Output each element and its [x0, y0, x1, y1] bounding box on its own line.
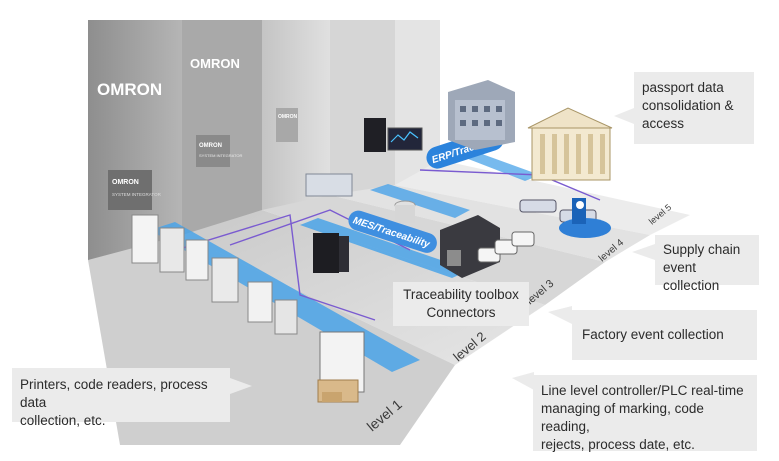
- callout-passport-data: passport data consolidation & access: [634, 72, 754, 144]
- callout-factory-event: Factory event collection: [572, 310, 757, 360]
- wall-level-2: [182, 20, 262, 235]
- callout-line-level-line-3: rejects, process date, etc.: [541, 437, 695, 452]
- si-panel-level-3: [276, 108, 298, 142]
- conveyor-level-3: [370, 184, 470, 218]
- link-line-lower: [159, 214, 376, 321]
- classical-building: [527, 107, 613, 181]
- callout-line-level-line-1: Line level controller/PLC real-time: [541, 383, 744, 398]
- callout-passport-line-1: passport data: [642, 80, 724, 95]
- callout-traceability-toolbox: Traceability toolbox Connectors: [393, 282, 529, 326]
- callout-supply-pointer: [632, 244, 655, 260]
- callout-supply-chain: Supply chain event collection: [655, 235, 759, 293]
- erp-dashboard-graph: [390, 131, 419, 143]
- supply-chain-platform-icon: [559, 198, 611, 238]
- erp-server: [364, 118, 386, 152]
- conveyor-level-2: [300, 218, 470, 278]
- delivery-trucks: [477, 231, 535, 263]
- callout-printers-line-1: Printers, code readers, process data: [20, 377, 208, 410]
- production-machines: [131, 214, 365, 403]
- callout-factory-pointer: [548, 306, 572, 324]
- wall-level-4: [330, 20, 395, 195]
- omron-logo-level-2: OMRON: [190, 56, 240, 71]
- callout-toolbox-line-2: Connectors: [426, 305, 496, 320]
- si-panel-logo-level-2: OMRON: [199, 143, 222, 149]
- erp-machine: [305, 173, 353, 197]
- callout-printers-pointer: [230, 378, 252, 394]
- si-panel-logo-level-3: OMRON: [278, 114, 298, 120]
- mes-database-body: [395, 205, 415, 223]
- si-panel-level-2: [196, 135, 230, 167]
- mes-server-rack: [313, 233, 339, 273]
- callout-line-level-line-2: managing of marking, code reading,: [541, 401, 704, 434]
- callout-line-level: Line level controller/PLC real-time mana…: [533, 375, 757, 452]
- floor-level-2: [182, 210, 545, 365]
- floor-level-5: [395, 160, 690, 235]
- si-panel-level-1: [108, 170, 152, 210]
- callout-toolbox-line-1: Traceability toolbox: [403, 287, 519, 302]
- callout-printers: Printers, code readers, process data col…: [12, 368, 230, 428]
- omron-logo-level-1: OMRON: [97, 80, 162, 99]
- si-panel-logo-level-1: OMRON: [112, 179, 139, 186]
- si-panel-caption-level-1: SYSTEM INTEGRATOR: [112, 192, 162, 197]
- callout-supply-line-1: Supply chain: [663, 242, 741, 257]
- callout-line-level-pointer: [512, 372, 534, 390]
- callout-passport-pointer: [614, 108, 634, 124]
- callout-supply-line-2: event collection: [663, 260, 720, 293]
- callout-printers-line-2: collection, etc.: [20, 413, 106, 428]
- office-building: [448, 80, 515, 150]
- callout-factory-line-1: Factory event collection: [582, 327, 724, 342]
- mes-server-rack-side: [339, 236, 349, 272]
- si-panel-caption-level-2: SYSTEM INTEGRATOR: [199, 153, 243, 158]
- callout-passport-line-3: access: [642, 116, 685, 131]
- warehouse-door: [447, 250, 461, 266]
- callout-passport-line-2: consolidation &: [642, 98, 734, 113]
- mes-badge: [348, 210, 437, 253]
